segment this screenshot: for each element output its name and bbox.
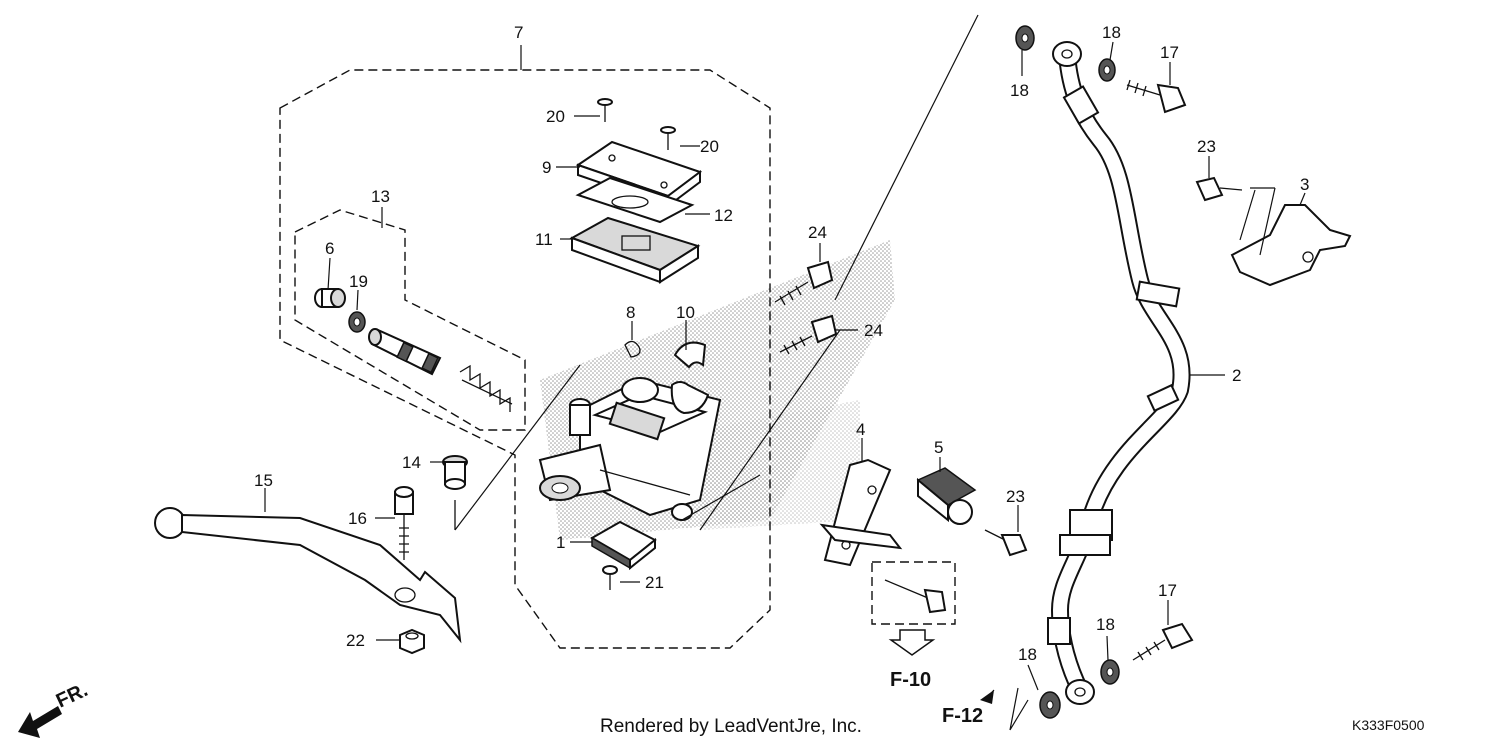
circlip-19 xyxy=(348,311,366,333)
callout-14: 14 xyxy=(402,453,421,472)
callout-8: 8 xyxy=(626,303,635,322)
banjo-bolt-17-lower xyxy=(1132,622,1194,661)
brake-switch xyxy=(589,520,657,571)
hose-bracket xyxy=(819,458,903,567)
leader-lines xyxy=(264,14,1306,731)
callout-9: 9 xyxy=(542,158,551,177)
brake-hose xyxy=(1047,41,1191,705)
hose-clamp xyxy=(916,467,977,525)
callout-18d: 18 xyxy=(1018,645,1037,664)
holder-bolt-24b xyxy=(779,314,838,355)
callout-6: 6 xyxy=(325,239,334,258)
callout-15: 15 xyxy=(254,471,273,490)
callout-12: 12 xyxy=(714,206,733,225)
spring xyxy=(459,364,513,412)
banjo-bolt-17-upper xyxy=(1126,79,1187,114)
callout-13: 13 xyxy=(371,187,390,206)
washer-18-lower-right xyxy=(1100,659,1120,685)
clamp-bolt-23 xyxy=(984,529,1028,557)
callout-20b: 20 xyxy=(700,137,719,156)
callout-7: 7 xyxy=(514,23,523,42)
front-direction-arrow-icon xyxy=(18,706,62,738)
cap-screw-20a xyxy=(597,98,613,122)
callout-24a: 24 xyxy=(808,223,827,242)
callout-16: 16 xyxy=(348,509,367,528)
callout-23a: 23 xyxy=(1197,137,1216,156)
group-boundary-13 xyxy=(294,209,526,431)
holder-bolt-24a xyxy=(774,260,834,306)
ref-box-f10 xyxy=(871,561,956,625)
diagram-code: K333F0500 xyxy=(1352,717,1425,733)
switch-screw-21 xyxy=(602,565,618,590)
washer-18-lower-left xyxy=(1039,691,1061,719)
hose-guide xyxy=(1230,204,1352,287)
callout-22: 22 xyxy=(346,631,365,650)
callout-11: 11 xyxy=(535,230,553,249)
callout-20a: 20 xyxy=(546,107,565,126)
callout-1: 1 xyxy=(556,533,565,552)
piston-boot-6 xyxy=(314,288,346,308)
callout-18b: 18 xyxy=(1102,23,1121,42)
piston xyxy=(368,328,442,376)
brake-lever xyxy=(154,507,462,644)
diaphragm xyxy=(569,216,701,284)
credit-line: Rendered by LeadVentJre, Inc. xyxy=(600,716,862,737)
callout-18a: 18 xyxy=(1010,81,1029,100)
guide-bolt-23 xyxy=(1195,176,1243,202)
washer-18-upper-right xyxy=(1098,58,1116,82)
callout-24b: 24 xyxy=(864,321,883,340)
callout-17a: 17 xyxy=(1160,43,1179,62)
callout-5: 5 xyxy=(934,438,943,457)
group-boundary-7 xyxy=(279,69,771,649)
callout-2: 2 xyxy=(1232,366,1241,385)
callout-21: 21 xyxy=(645,573,664,592)
cap-screw-20b xyxy=(660,126,676,150)
reference-f12: F-12 xyxy=(942,705,983,727)
callout-18c: 18 xyxy=(1096,615,1115,634)
handlebar-holder xyxy=(670,341,710,415)
callout-17b: 17 xyxy=(1158,581,1177,600)
callout-4: 4 xyxy=(856,420,865,439)
arrow-to-f10 xyxy=(888,629,936,656)
pivot-bolt-16 xyxy=(394,486,414,560)
callout-3: 3 xyxy=(1300,175,1309,194)
lever-nut-22 xyxy=(399,628,425,655)
callout-19: 19 xyxy=(349,272,368,291)
callout-10: 10 xyxy=(676,303,695,322)
callout-23b: 23 xyxy=(1006,487,1025,506)
washer-18-upper-left xyxy=(1015,25,1035,51)
reference-f10: F-10 xyxy=(890,669,931,691)
bracket-bolt xyxy=(884,579,947,614)
diaphragm-plate xyxy=(575,176,695,224)
holder-clip-8 xyxy=(624,340,641,358)
